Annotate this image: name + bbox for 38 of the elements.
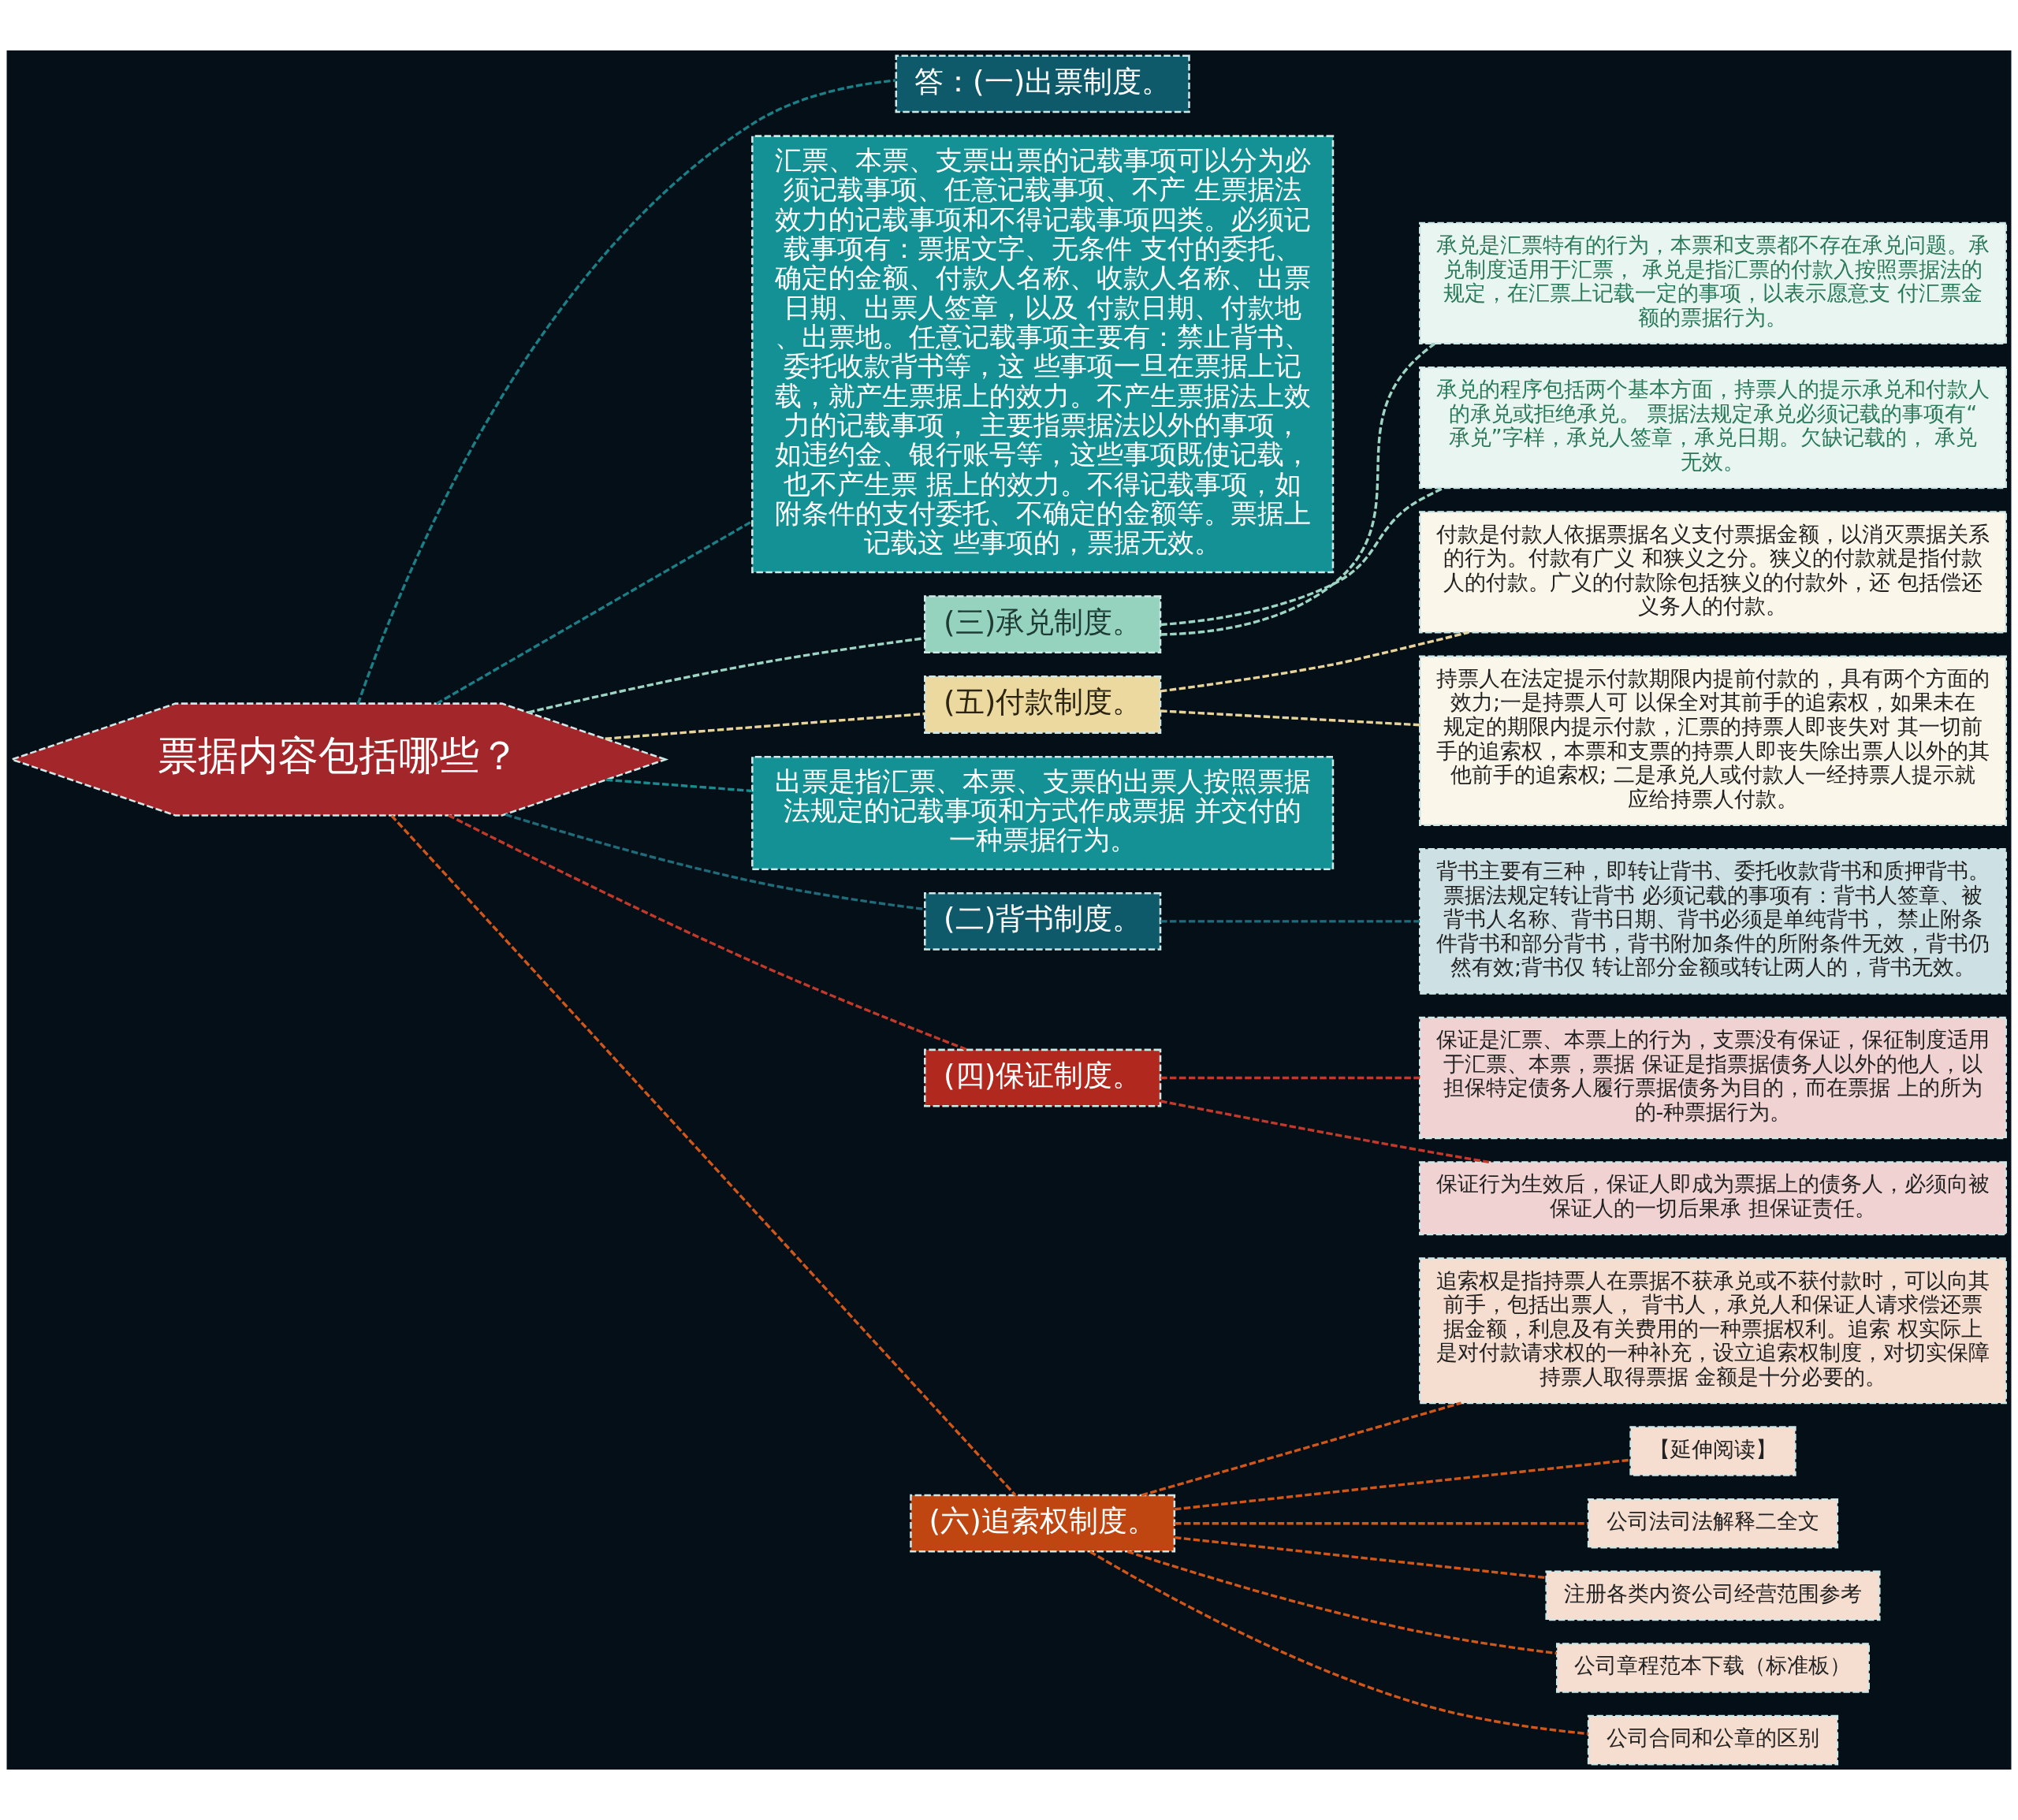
connector xyxy=(390,814,1017,1496)
connector xyxy=(1160,709,1420,727)
connector xyxy=(448,813,968,1051)
node-box: 追索权是指持票人在票据不获承兑或不获付款时，可以向其前手，包括出票人， 背书人，承兑人和保证人请求偿还票据金额，利息及有关费用的一种票据权利。追索 权实际上是对付款请求权的一种补充，设立追索权制度，对切实保障持票人取得票据 金额是十分必要的。 xyxy=(1419,1257,2007,1405)
connector xyxy=(1160,486,1444,627)
connector xyxy=(1175,1535,1547,1580)
node-box: 保证行为生效后，保证人即成为票据上的债务人，必须向被保证人的一切后果承 担保证责任。 xyxy=(1419,1161,2007,1236)
connector xyxy=(605,712,925,740)
connector xyxy=(605,778,753,793)
connector xyxy=(1160,920,1420,923)
node-box: 付款是付款人依据票据名义支付票据金额，以消灭票据关系的行为。付款有广义 和狭义之分。狭义的付款就是指付款人的付款。广义的付款除包括狭义的付款外，还 包括偿还义务人的付款。 xyxy=(1419,511,2007,634)
node-box: (六)追索权制度。 xyxy=(910,1494,1176,1553)
node-box: 公司合同和公章的区别 xyxy=(1587,1714,1839,1766)
connector xyxy=(1141,1401,1462,1497)
connector xyxy=(1175,1522,1588,1525)
connector xyxy=(527,636,925,714)
node-box: 保证是汇票、本票上的行为，支票没有保证，保征制度适用于汇票、本票，票据 保证是指票据债务人以外的他人，以担保特定债务人履行票据债务为目的，而在票据 上的所为的-种票据行为。 xyxy=(1419,1016,2007,1140)
connector xyxy=(1089,1550,1589,1736)
node-box: 答：(一)出票制度。 xyxy=(895,54,1190,114)
node-box: 出票是指汇票、本票、支票的出票人按照票据法规定的记载事项和方式作成票据 并交付的一种票据行为。 xyxy=(751,755,1335,870)
node-box: 持票人在法定提示付款期限内提前付款的，具有两个方面的效力;一是持票人可 以保全对其前手的追索权，如果未在规定的期限内提示付款，汇票的持票人即丧失对 其一切前手的追索权，本票和支票的持票人即丧失除出票人以外的其他前手的追索权; 二是承兑人或付款人一经持票人提示就应给持票人付款。 xyxy=(1419,655,2007,826)
node-box: 汇票、本票、支票出票的记载事项可以分为必须记载事项、任意记载事项、不产 生票据法效力的记载事项和不得记载事项四类。必须记载事项有：票据文字、无条件 支付的委托、确定的金额、付款人名称、收款人名称、出票日期、出票人签章，以及 付款日期、付款地、出票地。任意记载事项主要有：禁止背书、委托收款背书等，这 些事项一旦在票据上记载，就产生票据上的效力。不产生票据法上效力的记载事项， 主要指票据法以外的事项，如违约金、银行账号等，这些事项既使记载，也不产生票 据上的效力。不得记载事项，如附条件的支付委托、不确定的金额等。票据上记载这 些事项的，票据无效。 xyxy=(751,135,1335,574)
node-box: 背书主要有三种，即转让背书、委托收款背书和质押背书。票据法规定转让背书 必须记载的事项有：背书人签章、被背书人名称、背书日期、背书必须是单纯背书， 禁止附条件背书和部分背书，背书附加条件的所附条件无效，背书仍然有效;背书仅 转让部分金额或转让两人的，背书无效。 xyxy=(1419,848,2007,995)
connector xyxy=(1160,342,1435,636)
node-box: (四)保证制度。 xyxy=(924,1048,1162,1107)
node-box: 承兑的程序包括两个基本方面，持票人的提示承兑和付款人的承兑或拒绝承兑。 票据法规定承兑必须记载的事项有“承兑”字样，承兑人签章，承兑日期。欠缺记载的， 承兑无效。 xyxy=(1419,366,2007,489)
node-box: (三)承兑制度。 xyxy=(924,595,1162,654)
connector xyxy=(1160,1076,1420,1080)
node-box: 公司法司法解释二全文 xyxy=(1587,1498,1839,1549)
node-box: 承兑是汇票特有的行为，本票和支票都不存在承兑问题。承兑制度适用于汇票， 承兑是指汇票的付款入按照票据法的规定，在汇票上记载一定的事项，以表示愿意支 付汇票金额的票据行为。 xyxy=(1419,221,2007,344)
connector xyxy=(356,79,896,705)
node-box: (五)付款制度。 xyxy=(924,676,1162,734)
node-box: (二)背书制度。 xyxy=(924,892,1162,951)
node-box: 公司章程范本下载（标准板） xyxy=(1556,1643,1870,1693)
connector xyxy=(1175,1458,1631,1511)
node-box: 注册各类内资公司经营范围参考 xyxy=(1545,1570,1881,1621)
connector xyxy=(1126,1550,1558,1655)
node-box: 【延伸阅读】 xyxy=(1629,1426,1796,1476)
